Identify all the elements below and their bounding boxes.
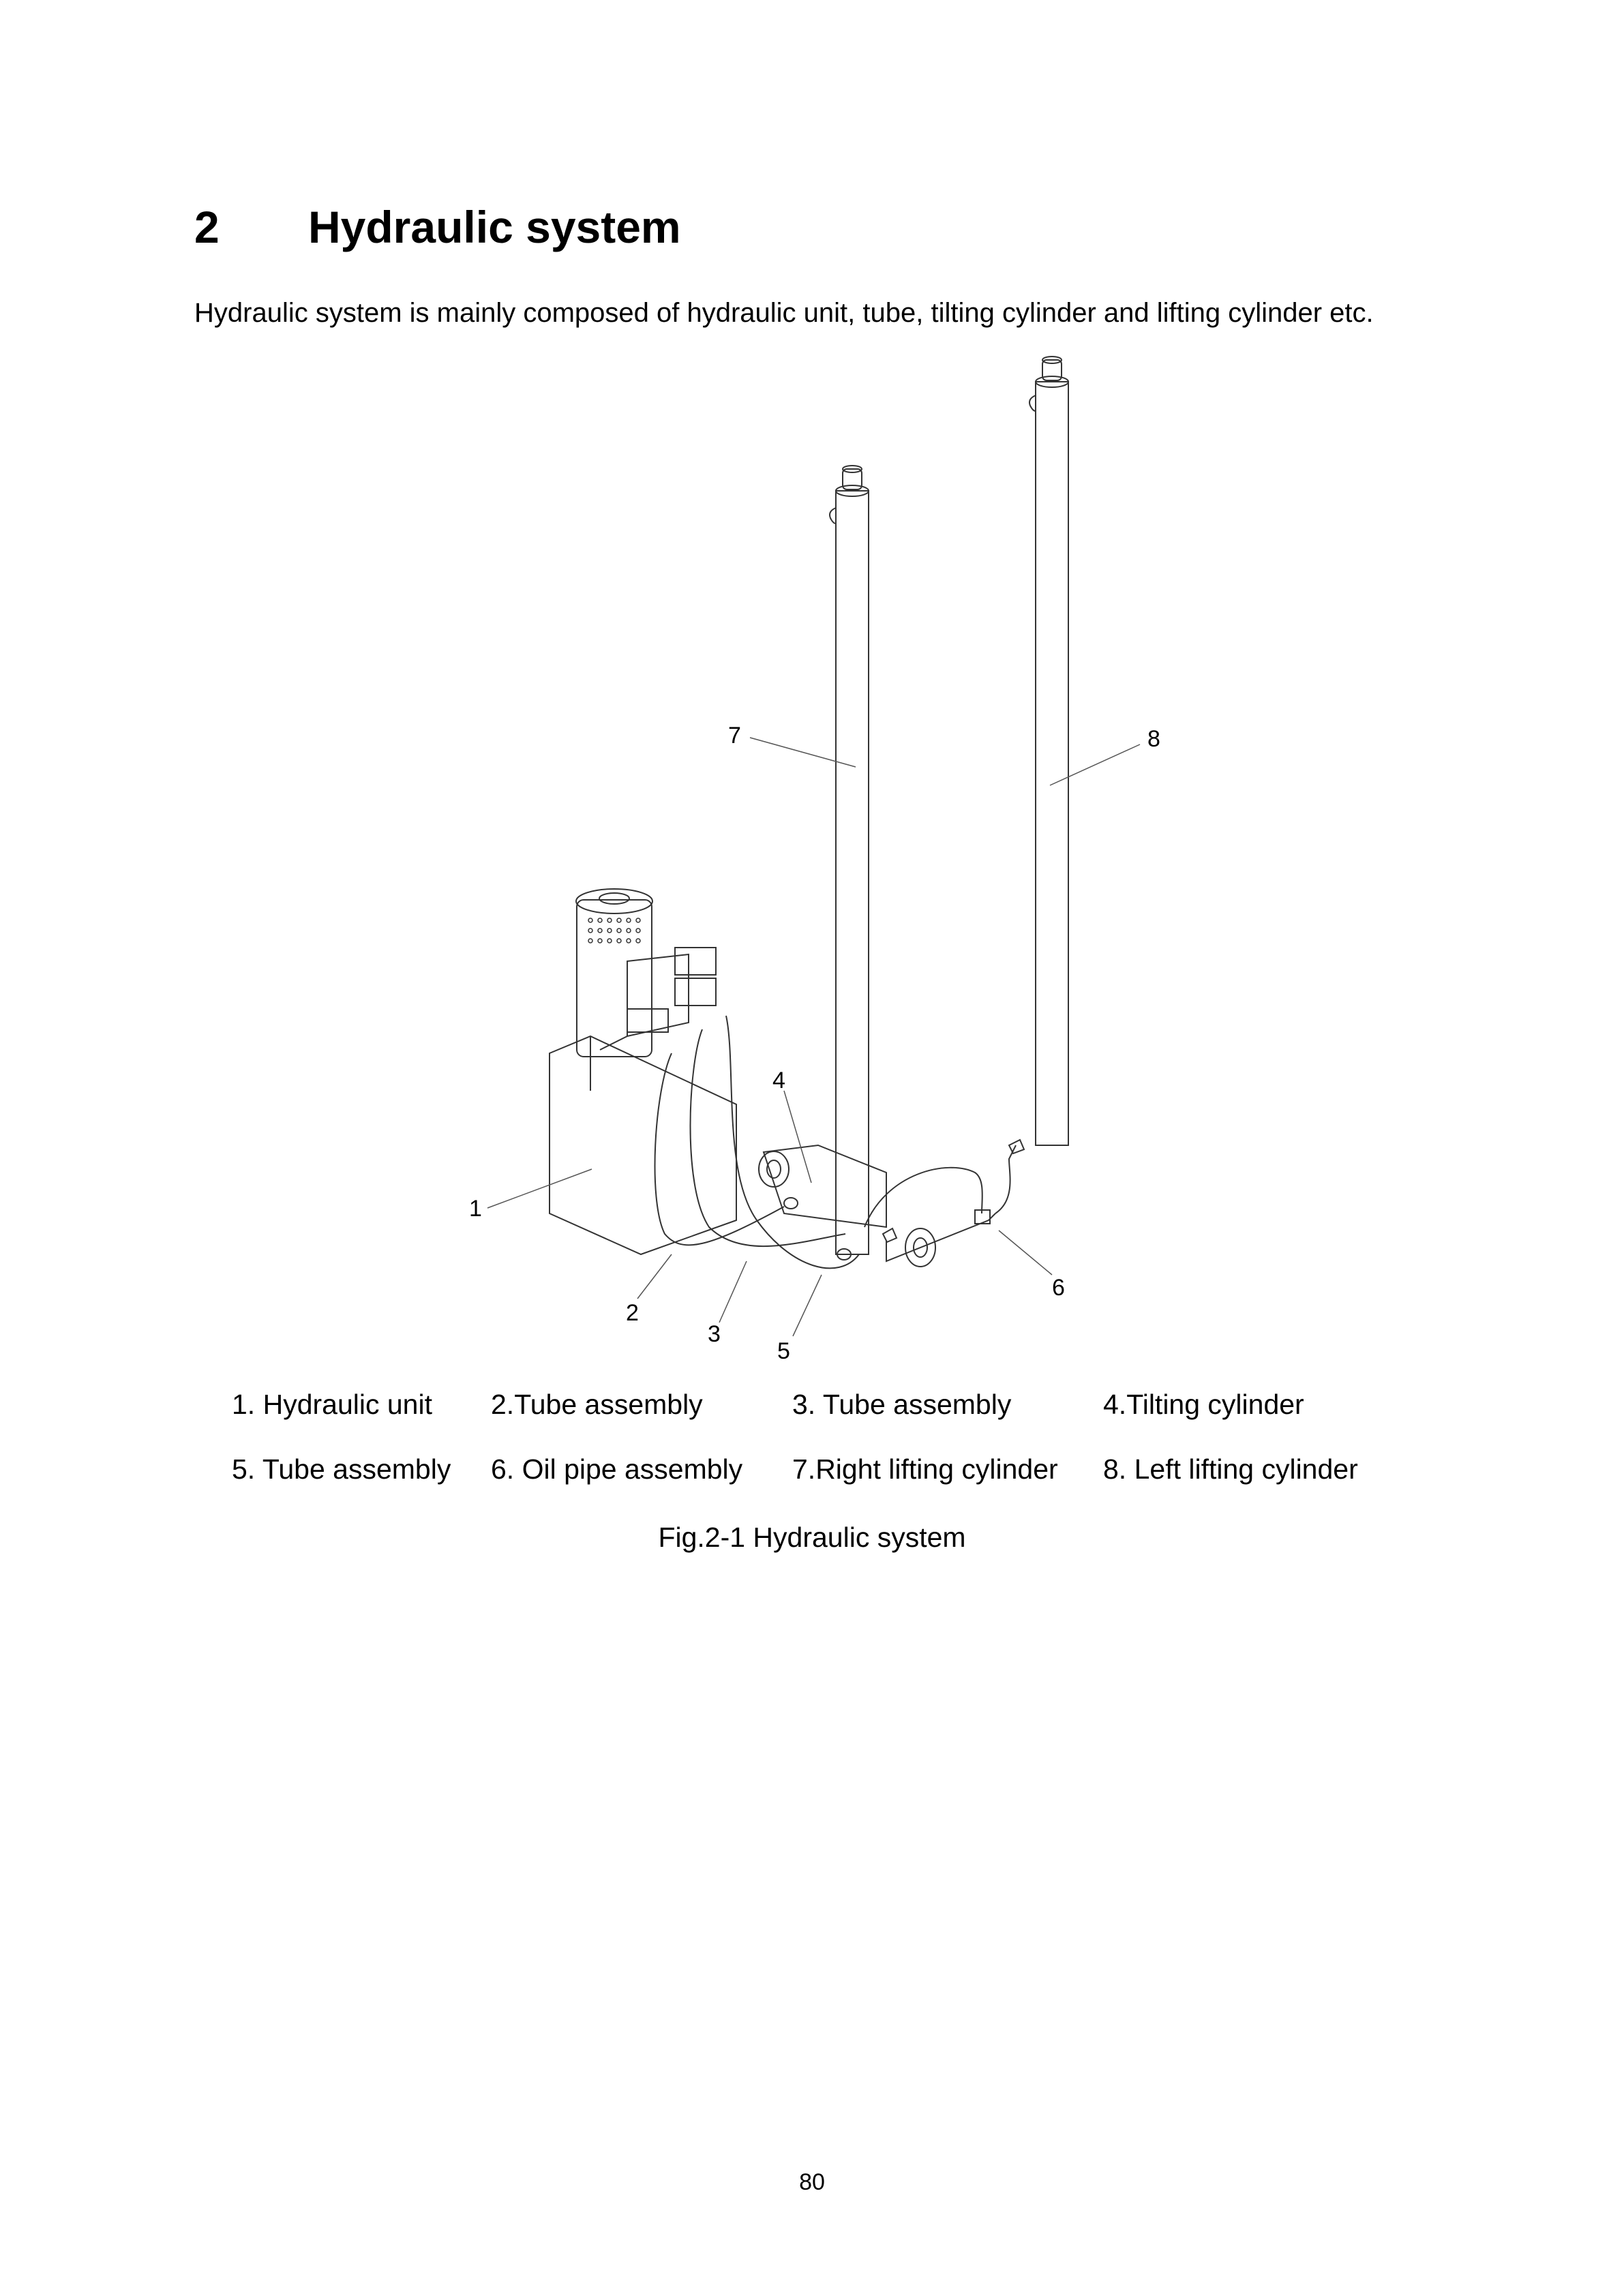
oil-pipe-assembly — [864, 1138, 1025, 1267]
hydraulic-system-diagram: 1 2 3 4 5 6 7 8 — [469, 356, 1160, 1363]
left-lifting-cylinder — [1029, 356, 1069, 1146]
legend-item-8: 8. Left lifting cylinder — [1103, 1453, 1358, 1485]
callout-1: 1 — [469, 1196, 482, 1222]
callout-8: 8 — [1147, 726, 1160, 752]
callout-6: 6 — [1052, 1275, 1065, 1301]
callout-5: 5 — [777, 1338, 790, 1363]
intro-paragraph: Hydraulic system is mainly composed of h… — [194, 298, 1374, 328]
legend-item-3: 3. Tube assembly — [792, 1389, 1012, 1420]
section-number: 2 — [194, 202, 220, 252]
section-title: Hydraulic system — [308, 202, 681, 252]
page-number: 80 — [799, 2169, 825, 2195]
legend-item-5: 5. Tube assembly — [232, 1453, 451, 1485]
legend-item-1: 1. Hydraulic unit — [232, 1389, 432, 1420]
callout-3: 3 — [708, 1321, 721, 1347]
tube-assemblies — [654, 1015, 860, 1269]
legend-item-7: 7.Right lifting cylinder — [792, 1453, 1058, 1485]
right-lifting-cylinder — [829, 465, 869, 1260]
legend-item-2: 2.Tube assembly — [491, 1389, 703, 1420]
callout-2: 2 — [626, 1300, 639, 1326]
legend-item-4: 4.Tilting cylinder — [1103, 1389, 1304, 1420]
callout-4: 4 — [772, 1068, 785, 1093]
legend-item-6: 6. Oil pipe assembly — [491, 1453, 743, 1485]
figure-caption: Fig.2-1 Hydraulic system — [658, 1522, 966, 1553]
hydraulic-unit — [549, 888, 737, 1256]
tilting-cylinder — [758, 1144, 887, 1228]
callout-7: 7 — [728, 723, 741, 749]
